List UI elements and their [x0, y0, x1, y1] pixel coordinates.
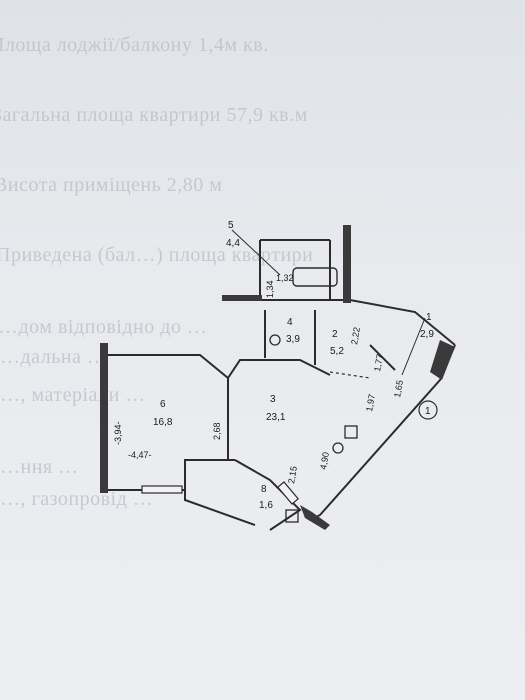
room-1-number: 1 [426, 312, 432, 323]
room-3-number: 3 [270, 394, 276, 405]
room-4-area: 3,9 [286, 334, 300, 345]
bg-line-8: …ння … [0, 456, 79, 478]
wall [225, 240, 261, 301]
room-3-area: 23,1 [266, 412, 286, 423]
dimension-label: 4,90 [318, 451, 331, 470]
sink-icon [332, 442, 344, 454]
dimension-label: 1,65 [392, 379, 405, 398]
bg-line-5: …дом відповідно до … [0, 316, 208, 338]
window [141, 485, 183, 494]
dimension-label: 1,32 [276, 273, 294, 283]
room-8-area: 1,6 [259, 500, 273, 511]
bathtub-icon [292, 267, 338, 287]
room-1-area: 2,9 [420, 329, 434, 340]
room-5-area: 4,4 [226, 238, 240, 249]
wall [225, 299, 456, 346]
washer-icon [285, 509, 299, 523]
dimension-label: -3,94- [113, 421, 123, 445]
wall-fill [430, 340, 455, 380]
wall [184, 490, 256, 526]
bg-line-9: …, газопровід … [0, 488, 154, 510]
room-6-area: 16,8 [153, 417, 173, 428]
leader-line [401, 317, 426, 376]
bg-line-reduced-area: Приведена (бал…) площа квартири [0, 244, 314, 266]
wall [329, 240, 345, 301]
axis-marker [418, 400, 438, 420]
wall-fill [222, 295, 262, 301]
leader-line [231, 229, 281, 276]
dimension-label: 1,34 [265, 280, 275, 298]
window [277, 481, 299, 505]
wall-fill [300, 505, 330, 530]
dimension-label: 2,22 [349, 326, 362, 345]
opening-line [329, 371, 371, 379]
room-2-area: 5,2 [330, 346, 344, 357]
wall-fill [100, 343, 108, 493]
room-8-number: 8 [261, 484, 267, 495]
dimension-label: 2,68 [212, 422, 222, 440]
wall [227, 359, 331, 379]
toilet-icon [269, 334, 281, 346]
wall [369, 344, 396, 371]
room-6-number: 6 [160, 399, 166, 410]
room-4-number: 4 [287, 317, 293, 328]
dimension-label: 1,97 [364, 393, 377, 412]
wall-fill [343, 225, 351, 303]
bg-line-height: Висота приміщень 2,80 м [0, 174, 223, 196]
room-2-number: 2 [332, 329, 338, 340]
bg-line-total-area: Загальна площа квартири 57,9 кв.м [0, 104, 308, 126]
dimension-label: 1,77 [372, 353, 385, 372]
wall [105, 354, 229, 379]
axis-marker-label: 1 [425, 406, 431, 417]
dimension-label: 2,15 [286, 465, 299, 484]
stove-icon [344, 425, 358, 439]
room-5-number: 5 [228, 220, 234, 231]
bg-line-7: …, матеріали … [0, 384, 146, 406]
bg-line-balcony: Площа лоджії/балкону 1,4м кв. [0, 34, 269, 56]
dimension-label: -4,47- [128, 450, 152, 460]
bg-line-6: …дальна … [0, 346, 108, 368]
